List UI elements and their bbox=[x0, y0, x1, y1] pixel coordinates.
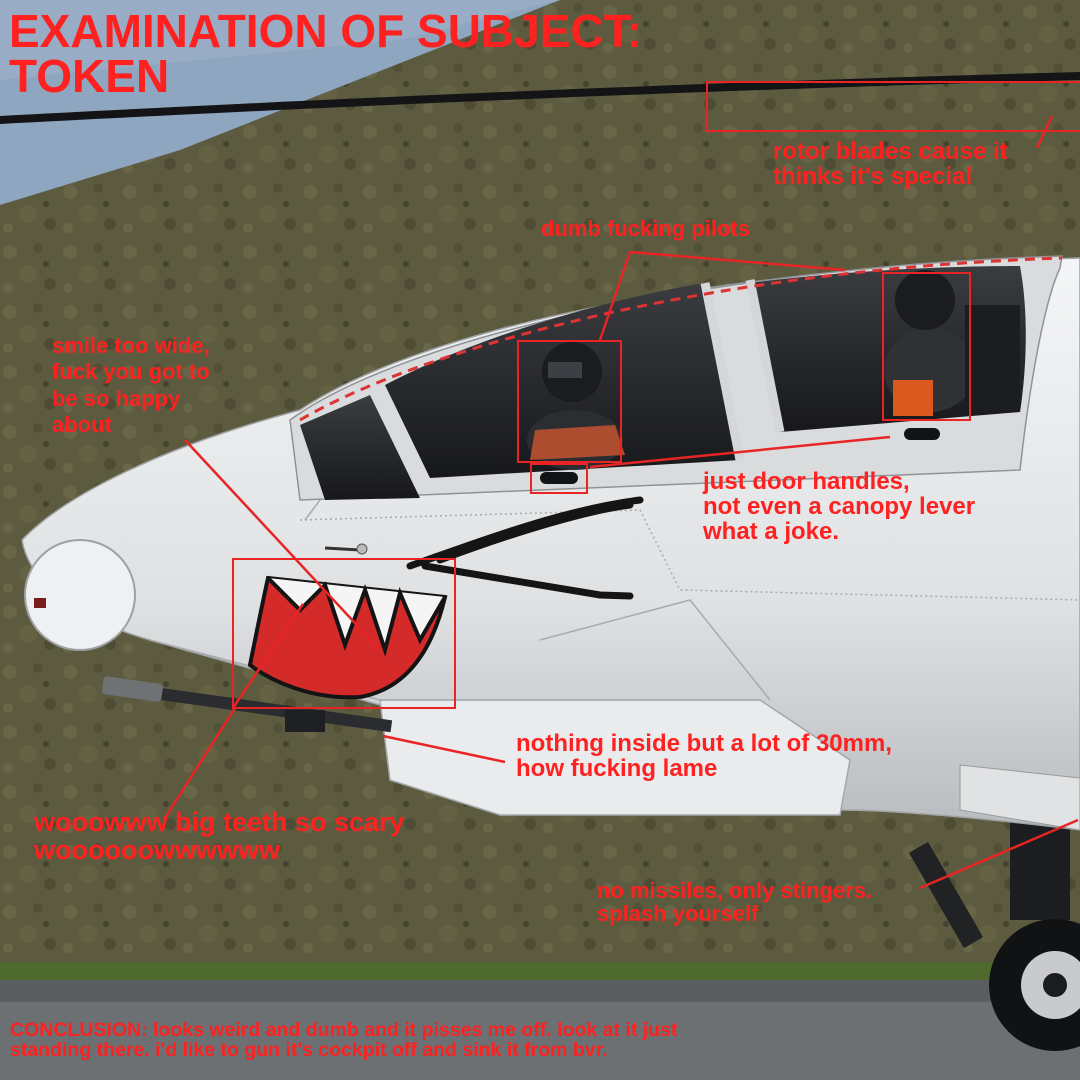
runway bbox=[0, 1002, 1080, 1080]
scribble-marks bbox=[406, 496, 644, 600]
page-title: EXAMINATION OF SUBJECT: TOKEN bbox=[9, 5, 642, 103]
teeth-box bbox=[232, 558, 456, 709]
conclusion-text: CONCLUSION: looks weird and dumb and it … bbox=[10, 1019, 678, 1062]
rear-pilot-box bbox=[882, 272, 971, 421]
annotation-boxes bbox=[232, 81, 1080, 709]
shark-teeth bbox=[266, 576, 447, 658]
rear-pilot bbox=[884, 270, 1020, 416]
annotation-missiles: no missiles, only stingers. splash yours… bbox=[597, 878, 873, 927]
annotation-teeth: wooowww big teeth so scary woooooowwwwww bbox=[34, 807, 405, 866]
rotor-blade bbox=[0, 72, 1080, 124]
front-door-handle bbox=[540, 472, 578, 484]
nose-sensor bbox=[24, 539, 136, 651]
annotation-pilots: dumb fucking pilots bbox=[541, 216, 750, 241]
rotor-box bbox=[706, 81, 1080, 132]
annotation-rotor: rotor blades cause it thinks it's specia… bbox=[773, 138, 1008, 191]
front-pilot-box bbox=[517, 340, 622, 463]
rear-door-handle bbox=[904, 428, 940, 440]
stub-wing bbox=[959, 764, 1080, 831]
annotation-smile: smile too wide, fuck you got to be so ha… bbox=[52, 333, 210, 438]
grass-strip bbox=[0, 962, 1080, 980]
annotation-door-handles: just door handles, not even a canopy lev… bbox=[703, 468, 976, 546]
front-pilot bbox=[527, 342, 625, 470]
annotation-gun: nothing inside but a lot of 30mm, how fu… bbox=[516, 730, 892, 783]
front-handle-box bbox=[530, 463, 588, 494]
canopy-window-front bbox=[300, 395, 420, 500]
annotation-leaders bbox=[163, 115, 1079, 890]
